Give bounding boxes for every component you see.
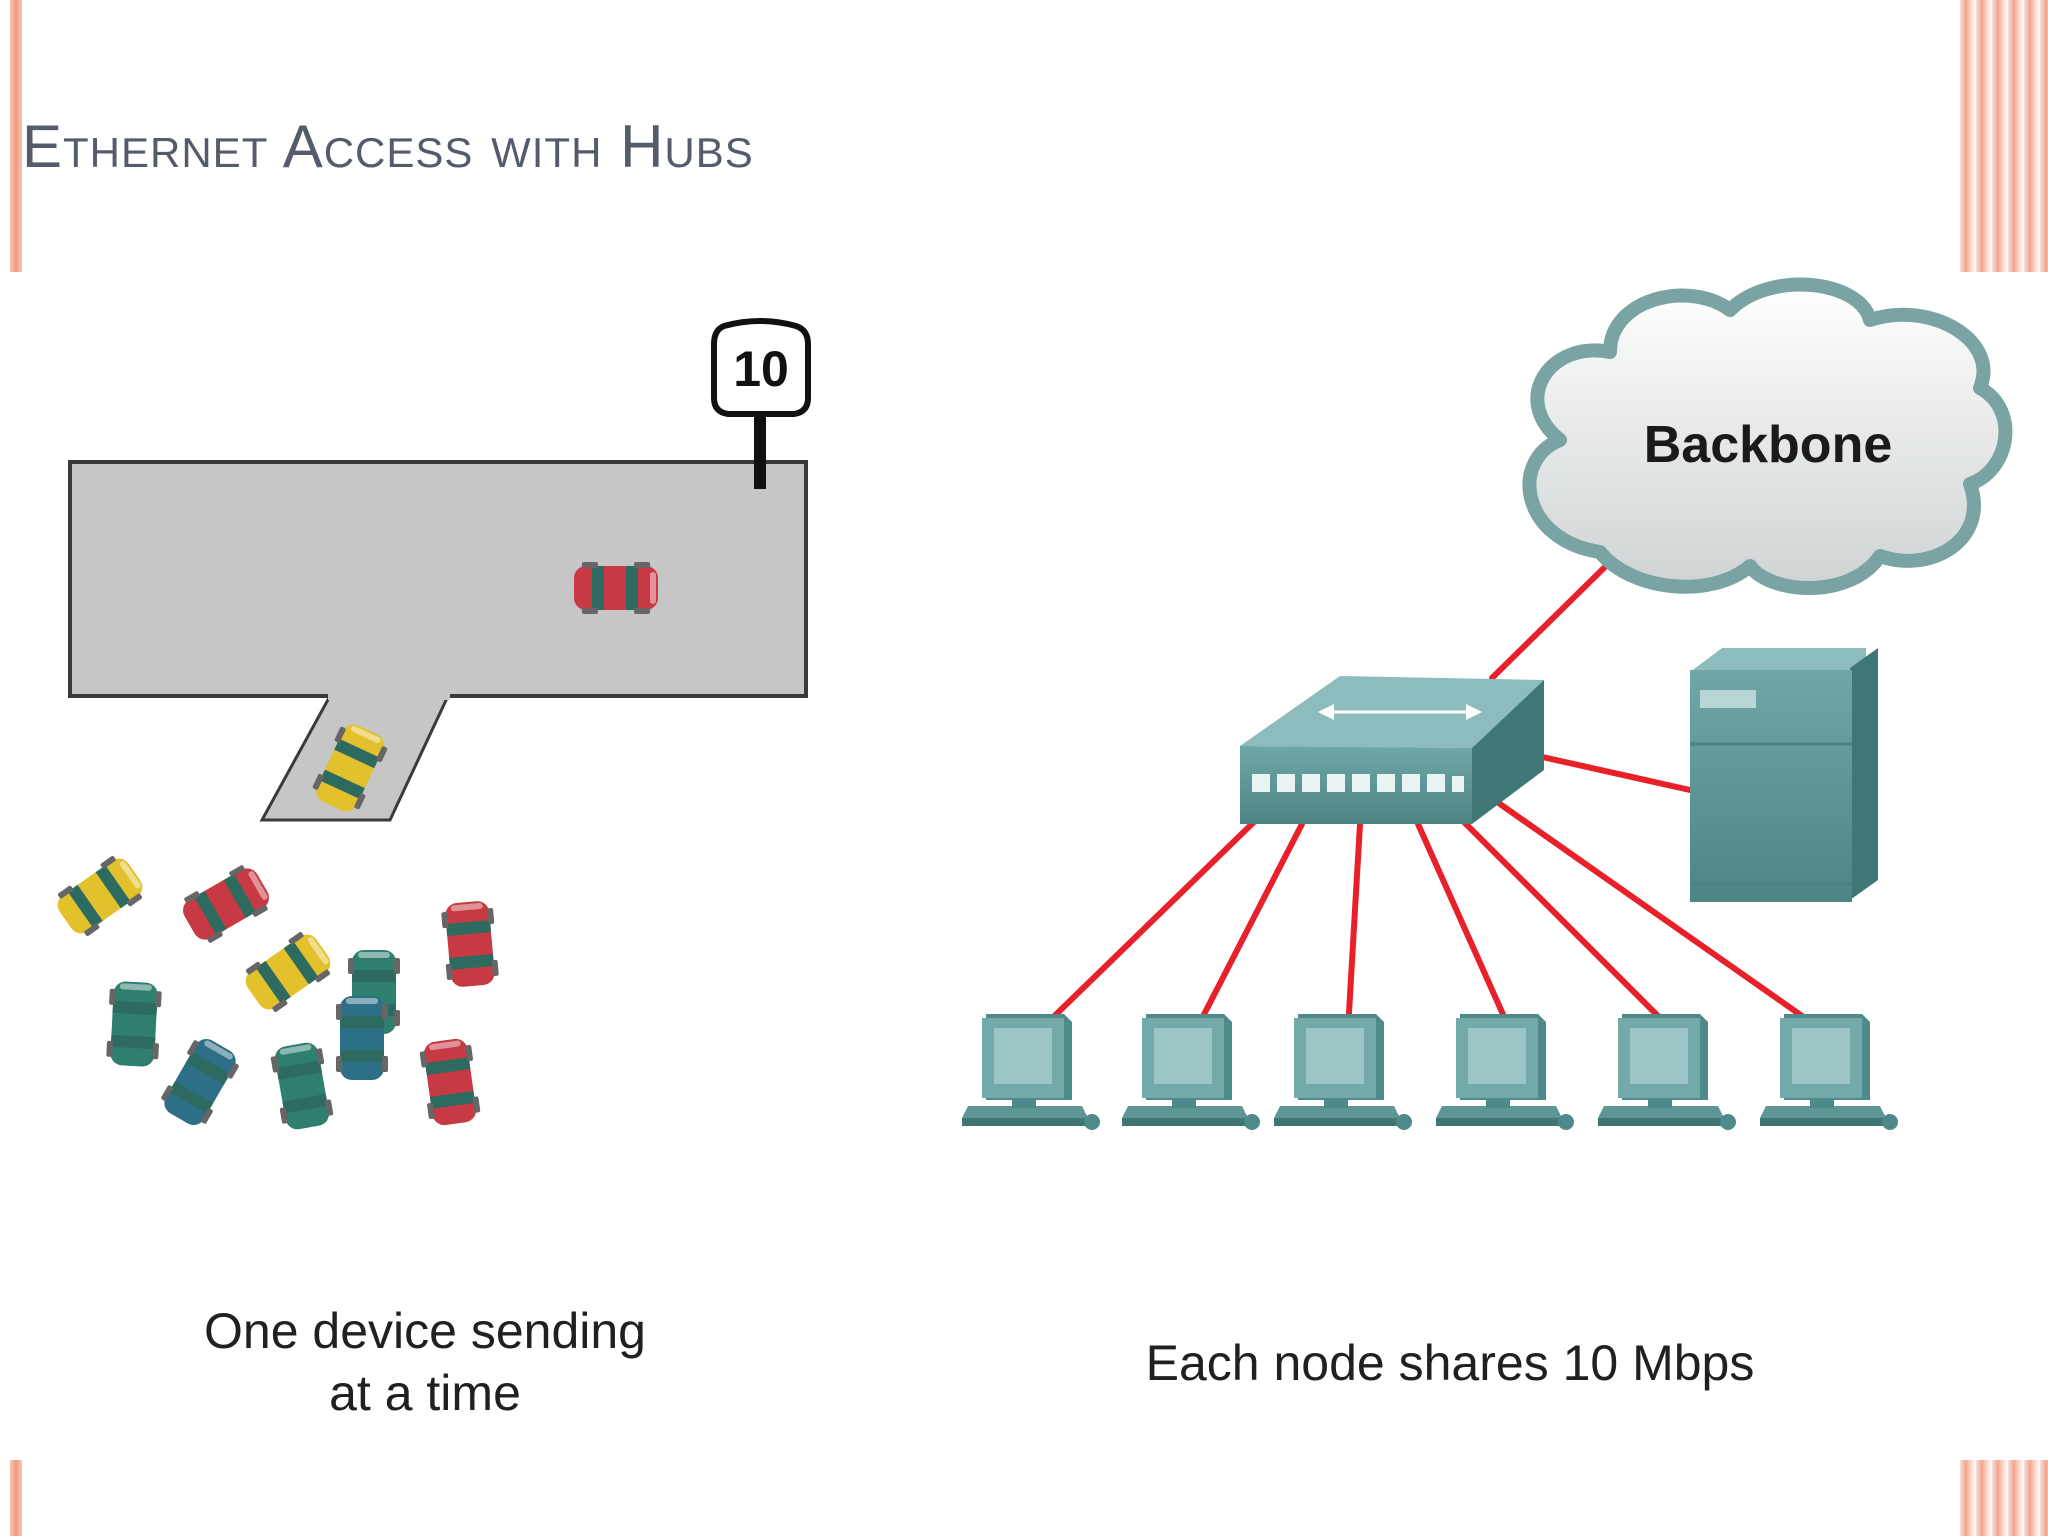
car-waiting (50, 850, 150, 942)
road-diagram: 10 (50, 318, 811, 1132)
accent-bar-top-left (10, 0, 22, 272)
network-links (1037, 559, 1825, 1033)
accent-bar-top-right (1960, 0, 2048, 272)
workstation-icon (1760, 1014, 1898, 1130)
speed-sign-label: 10 (733, 341, 789, 397)
accent-bar-bottom-right (1960, 1460, 2048, 1536)
workstation-icon (1274, 1014, 1412, 1130)
car-waiting (156, 1032, 244, 1132)
hub-network-diagram: Backbone (962, 277, 2013, 1130)
left-caption-line-2: at a time (329, 1365, 521, 1421)
right-caption: Each node shares 10 Mbps (1145, 1335, 1755, 1391)
car-on-road (574, 562, 658, 614)
workstation-icon (1122, 1014, 1260, 1130)
hub-device (1240, 676, 1544, 824)
car-waiting (418, 1036, 482, 1128)
left-caption: One device sending at a time (150, 1300, 700, 1424)
car-waiting (269, 1040, 335, 1132)
accent-bar-bottom-left (10, 1460, 22, 1536)
workstation-icon (1436, 1014, 1574, 1130)
page-title: Ethernet Access with Hubs (22, 113, 754, 180)
car-waiting (440, 899, 500, 989)
server-icon (1690, 648, 1878, 902)
left-caption-line-1: One device sending (204, 1303, 646, 1359)
workstation-icon (1598, 1014, 1736, 1130)
car-waiting (105, 980, 163, 1068)
car-waiting (238, 926, 338, 1018)
car-waiting (176, 860, 276, 948)
backbone-label: Backbone (1644, 416, 1893, 474)
road (68, 460, 808, 698)
car-waiting (336, 996, 388, 1080)
backbone-cloud: Backbone (1522, 277, 2013, 595)
speed-limit-sign: 10 (711, 318, 811, 489)
workstation-icon (962, 1014, 1100, 1130)
